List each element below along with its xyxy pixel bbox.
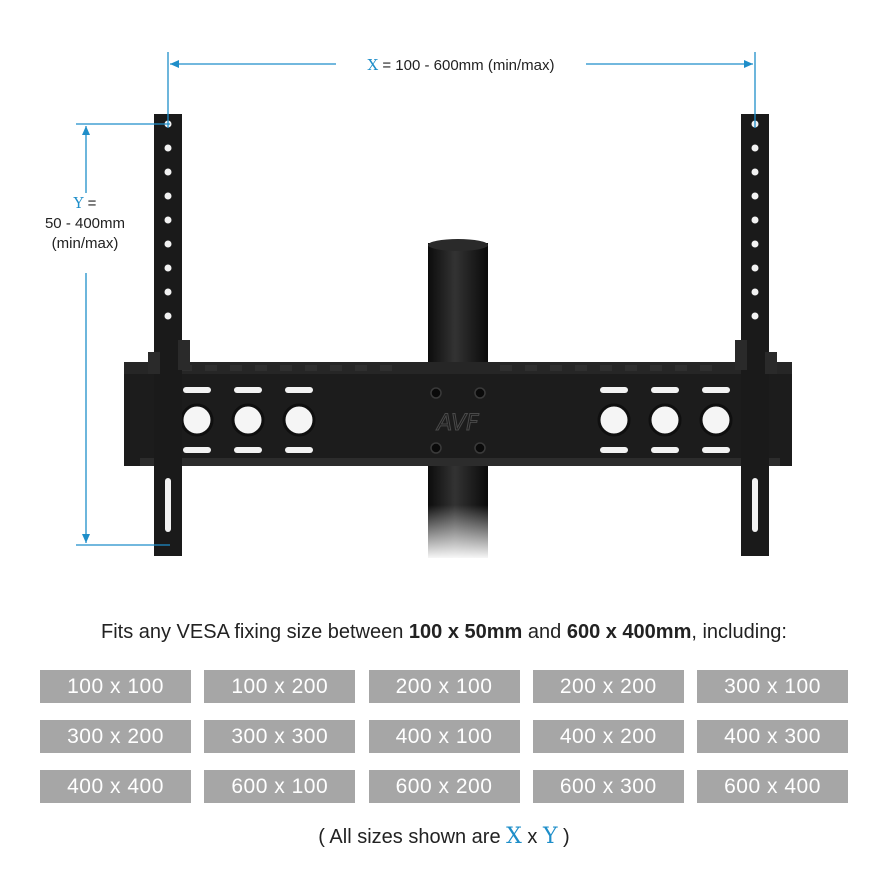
- headline-suffix: , including:: [691, 621, 787, 643]
- size-chip: 600 x 100: [204, 770, 356, 803]
- x-letter: X: [367, 56, 379, 74]
- size-chip: 600 x 200: [368, 770, 520, 803]
- size-chip: 200 x 200: [532, 670, 684, 703]
- footnote-open: ( All sizes shown are: [318, 826, 507, 848]
- footnote-times: x: [521, 826, 543, 848]
- size-chip: 600 x 300: [532, 770, 684, 803]
- avf-logo: AVF: [435, 411, 479, 436]
- size-chip: 100 x 200: [204, 670, 356, 703]
- size-chip: 400 x 300: [697, 720, 848, 753]
- footnote: ( All sizes shown are X x Y ): [0, 824, 888, 849]
- y-letter: Y: [73, 194, 84, 212]
- wall-plate: [124, 362, 792, 466]
- size-chip: 400 x 100: [368, 720, 520, 753]
- size-chip: 200 x 100: [368, 670, 520, 703]
- x-range-text: = 100 - 600mm (min/max): [382, 57, 555, 74]
- headline: Fits any VESA fixing size between 100 x …: [0, 621, 888, 644]
- headline-max-size: 600 x 400mm: [566, 621, 692, 643]
- size-chip: 300 x 100: [697, 670, 848, 703]
- y-minmax-text: (min/max): [51, 235, 119, 252]
- headline-mid: and: [522, 621, 567, 643]
- size-chip: 300 x 300: [204, 720, 356, 753]
- vesa-size-grid: 100 x 100 100 x 200 200 x 100 200 x 200 …: [40, 670, 848, 803]
- size-chip: 400 x 200: [532, 720, 684, 753]
- right-arm: [735, 114, 777, 556]
- y-dimension-label: Y = 50 - 400mm (min/max): [20, 193, 150, 273]
- headline-prefix: Fits any VESA fixing size between: [100, 621, 409, 643]
- x-dimension-label: X = 100 - 600mm (min/max): [336, 54, 586, 76]
- y-equals: =: [87, 195, 97, 212]
- size-chip: 100 x 100: [40, 670, 191, 703]
- headline-min-size: 100 x 50mm: [408, 621, 523, 643]
- footnote-y-letter: Y: [542, 824, 558, 849]
- size-chip: 300 x 200: [40, 720, 191, 753]
- footnote-close: ): [557, 826, 570, 848]
- size-chip: 400 x 400: [40, 770, 191, 803]
- footnote-x-letter: X: [506, 824, 522, 849]
- left-arm: [148, 114, 190, 556]
- y-range-text: 50 - 400mm: [44, 215, 126, 232]
- size-chip: 600 x 400: [697, 770, 848, 803]
